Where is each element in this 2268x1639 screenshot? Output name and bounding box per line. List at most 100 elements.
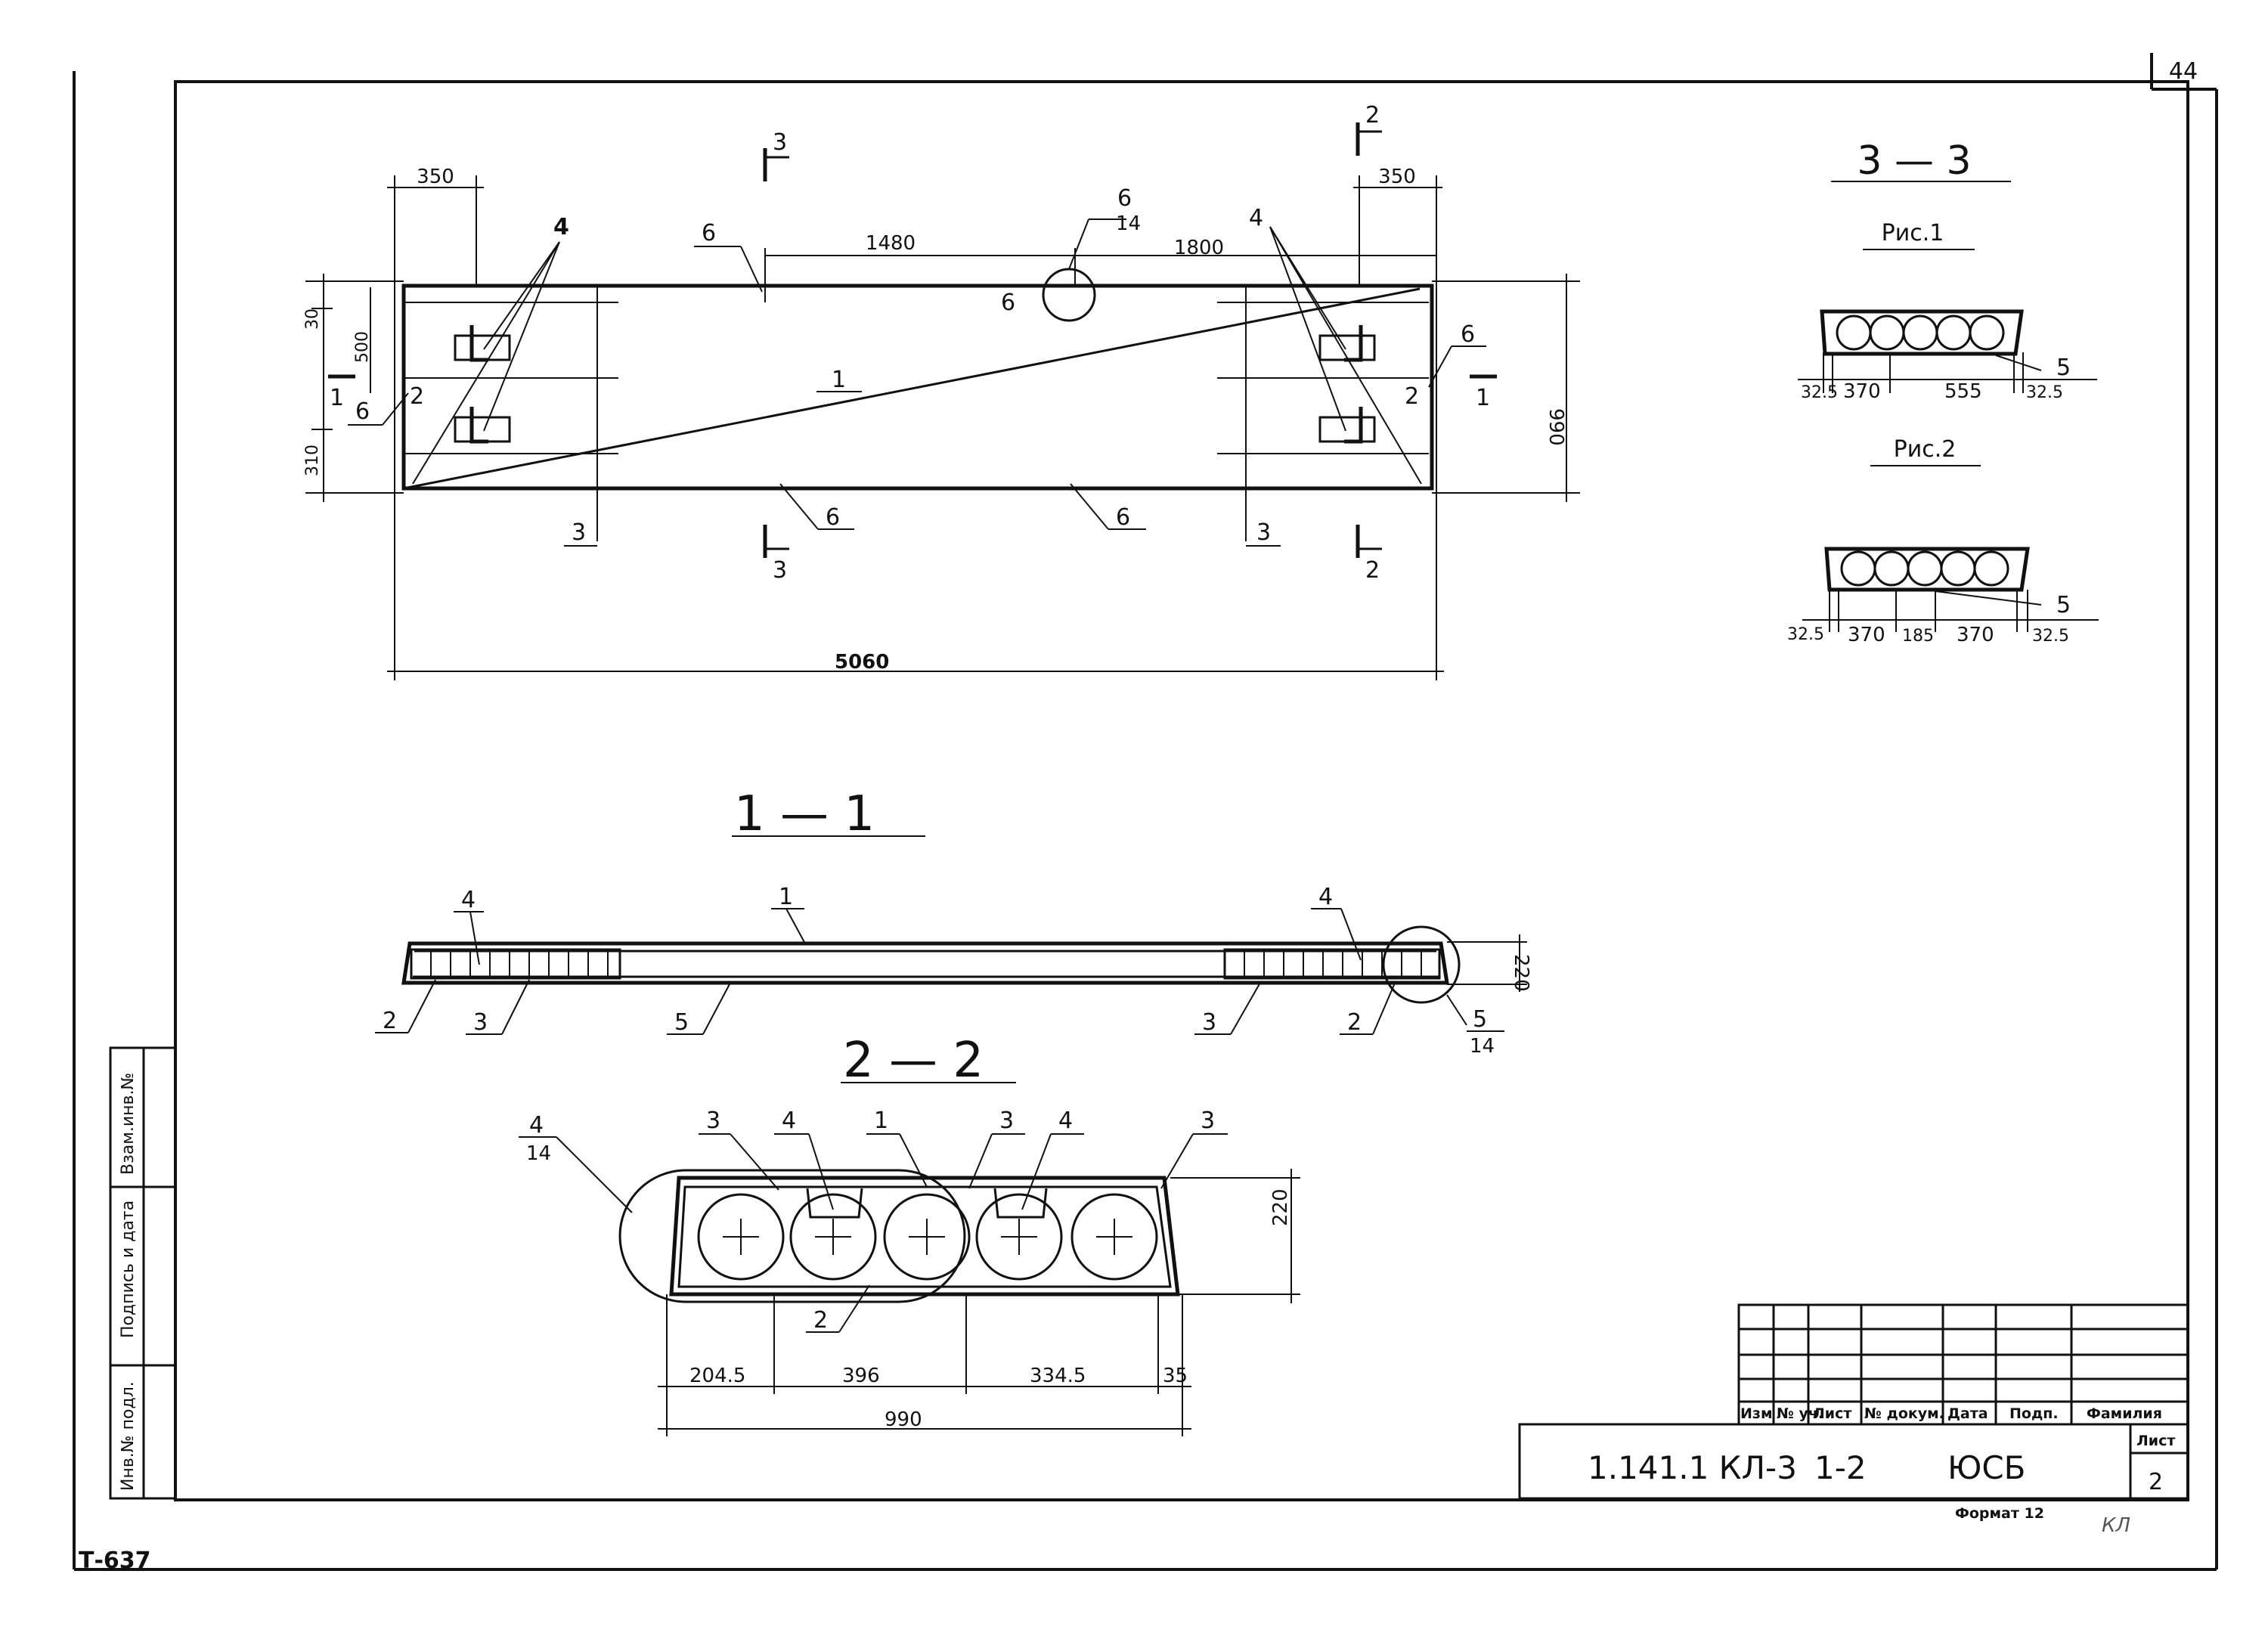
plan-callout-4a: 4 bbox=[553, 214, 569, 240]
s11-callout-4a: 4 bbox=[461, 887, 476, 913]
fig1-dim-1: 32.5 bbox=[1801, 383, 1838, 402]
plan-dim-overall: 5060 bbox=[835, 651, 889, 674]
plan-callout-6c: 6 bbox=[355, 398, 370, 425]
s22-callout-1: 1 bbox=[874, 1108, 888, 1134]
section-2-2-title: 2 — 2 bbox=[843, 1033, 984, 1089]
plan-callout-6f: 6 bbox=[1461, 321, 1475, 348]
tb-sheet-label: Лист bbox=[2136, 1433, 2175, 1449]
tb-header-list: Лист bbox=[1813, 1405, 1851, 1422]
section-1-1-dim-h: 220 bbox=[1510, 954, 1532, 992]
fig2-dim-2: 370 bbox=[1848, 624, 1885, 646]
cut1-left-label: 1 bbox=[330, 385, 344, 411]
section-3-3-title: 3 — 3 bbox=[1857, 138, 1971, 184]
fig2-dim-1: 32.5 bbox=[1787, 625, 1824, 644]
section-1-1-title: 1 — 1 bbox=[734, 786, 875, 842]
s22-dim-total: 990 bbox=[885, 1408, 922, 1431]
tb-header-doc: № докум. bbox=[1864, 1405, 1944, 1422]
section-1-1: 1 — 1 220 4 4 1 2 bbox=[375, 786, 1532, 1058]
plan-view: 350 350 1480 1800 30 500 310 990 5060 1 … bbox=[303, 102, 1580, 680]
section-1-1-stirrups-left bbox=[430, 950, 609, 978]
s11-callout-4b: 4 bbox=[1318, 884, 1333, 910]
fig1-callout: 5 bbox=[2056, 355, 2071, 381]
plan-callout-6a: 6 bbox=[702, 220, 716, 246]
tb-header-sign: Подп. bbox=[2009, 1405, 2059, 1422]
s11-callout-2a: 2 bbox=[383, 1008, 397, 1034]
plan-callout-1: 1 bbox=[832, 367, 846, 393]
section-2-2: 2 — 2 204.5 396 334.5 35 bbox=[519, 1033, 1300, 1436]
plan-dim-right-top: 350 bbox=[1378, 166, 1416, 188]
section-3-3: 3 — 3 Рис.1 32.5 370 555 32.5 5 Рис.2 32… bbox=[1787, 138, 2099, 646]
fig2-dim-5: 32.5 bbox=[2032, 627, 2069, 646]
fig1-dim-4: 32.5 bbox=[2026, 383, 2063, 402]
fig2-dim-4: 370 bbox=[1957, 624, 1994, 646]
s22-detail-num: 4 bbox=[529, 1112, 544, 1139]
s22-dim-h: 220 bbox=[1269, 1188, 1292, 1226]
tb-header-nuch: № уч. bbox=[1777, 1405, 1823, 1422]
archive-code: Т-637 bbox=[79, 1548, 151, 1574]
sheet-number-corner: 44 bbox=[2169, 58, 2198, 85]
s11-callout-5: 5 bbox=[674, 1009, 689, 1036]
plan-callout-2a: 2 bbox=[410, 383, 424, 410]
s22-callout-4a: 4 bbox=[782, 1108, 796, 1134]
plan-callout-6d: 6 bbox=[826, 504, 840, 531]
s11-callout-1: 1 bbox=[779, 884, 793, 910]
sheet-frame: 44 Т-637 bbox=[73, 53, 2218, 1574]
strip-label-replace: Взам.инв.№ bbox=[119, 1073, 138, 1175]
plan-callout-3a: 3 bbox=[572, 519, 586, 546]
plan-callout-6b: 6 bbox=[1001, 290, 1015, 316]
s11-callout-3b: 3 bbox=[1202, 1009, 1216, 1036]
s22-dim-3: 334.5 bbox=[1030, 1365, 1086, 1387]
s11-callout-2b: 2 bbox=[1347, 1009, 1362, 1036]
tb-header-date: Дата bbox=[1947, 1405, 1988, 1422]
s22-callout-3b: 3 bbox=[999, 1108, 1014, 1134]
plan-dim-left-v1: 30 bbox=[303, 308, 322, 330]
s22-detail-den: 14 bbox=[526, 1142, 551, 1165]
plan-callout-4b: 4 bbox=[1249, 205, 1263, 231]
plan-callout-6e: 6 bbox=[1116, 504, 1130, 531]
s22-callout-2: 2 bbox=[813, 1307, 828, 1334]
cut2-bot-label: 2 bbox=[1365, 557, 1380, 584]
cut2-top-label: 2 bbox=[1365, 102, 1380, 129]
section-2-2-crosses bbox=[723, 1219, 1132, 1255]
plan-dim-right-v: 990 bbox=[1545, 408, 1567, 446]
plan-dim-left-v3: 310 bbox=[303, 445, 322, 476]
plan-detail-num: 6 bbox=[1117, 185, 1132, 212]
cut3-bot-label: 3 bbox=[773, 557, 787, 584]
plan-dim-left-top: 350 bbox=[417, 166, 454, 188]
s22-dim-2: 396 bbox=[842, 1365, 880, 1387]
plan-detail-den: 14 bbox=[1116, 212, 1141, 235]
tb-designation: 1.141.1 КЛ-3 bbox=[1588, 1449, 1797, 1486]
fig2-callout: 5 bbox=[2056, 592, 2071, 618]
cut3-top-label: 3 bbox=[773, 129, 787, 156]
title-block: Изм № уч. Лист № докум. Дата Подп. Фамил… bbox=[1518, 1303, 2189, 1537]
plan-dim-mid-right: 1800 bbox=[1174, 237, 1224, 259]
fig1-dim-2: 370 bbox=[1843, 380, 1881, 403]
plan-callout-3b: 3 bbox=[1256, 519, 1271, 546]
tb-header-name: Фамилия bbox=[2087, 1405, 2162, 1422]
tb-format-label: Формат 12 bbox=[1955, 1505, 2044, 1522]
fig2-title: Рис.2 bbox=[1894, 436, 1957, 463]
s22-callout-3a: 3 bbox=[706, 1108, 720, 1134]
s22-callout-4b: 4 bbox=[1058, 1108, 1073, 1134]
s11-detail-den: 14 bbox=[1470, 1035, 1495, 1058]
fig1-dim-3: 555 bbox=[1944, 380, 1982, 403]
tb-scribble: КЛ bbox=[2102, 1514, 2130, 1537]
plan-dim-mid-left: 1480 bbox=[866, 232, 916, 255]
tb-suffix: ЮСБ bbox=[1947, 1449, 2025, 1486]
left-stamp-strip: Инв.№ подл. Подпись и дата Взам.инв.№ bbox=[109, 1046, 177, 1500]
strip-label-sign: Подпись и дата bbox=[119, 1201, 138, 1338]
tb-part: 1-2 bbox=[1814, 1449, 1867, 1486]
s22-dim-4: 35 bbox=[1163, 1365, 1188, 1387]
s22-dim-1: 204.5 bbox=[689, 1365, 745, 1387]
plan-dim-left-v2: 500 bbox=[353, 331, 372, 363]
fig1-title: Рис.1 bbox=[1882, 220, 1944, 246]
s11-detail-num: 5 bbox=[1473, 1006, 1487, 1033]
s22-callout-3c: 3 bbox=[1201, 1108, 1215, 1134]
section-1-1-stirrups-right bbox=[1244, 950, 1422, 978]
plan-callout-2b: 2 bbox=[1405, 383, 1419, 410]
tb-sheet-number: 2 bbox=[2149, 1469, 2163, 1495]
cut1-right-label: 1 bbox=[1476, 385, 1490, 411]
s11-callout-3a: 3 bbox=[473, 1009, 488, 1036]
fig2-dim-3: 185 bbox=[1902, 627, 1934, 646]
